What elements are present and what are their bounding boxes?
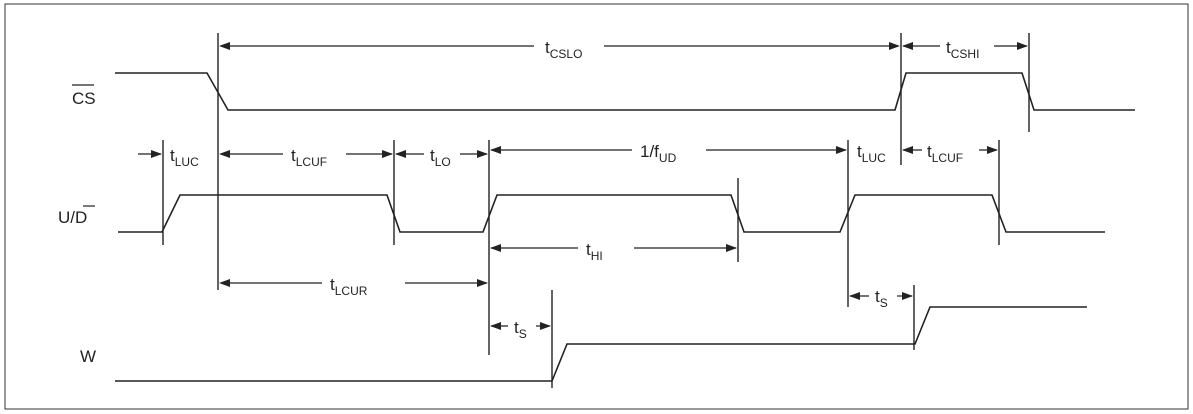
- label-ts-right: tS: [875, 287, 888, 310]
- dim-fud: 1/fUD: [490, 142, 847, 165]
- signal-label-w: W: [80, 347, 96, 366]
- w-waveform: [115, 306, 1087, 382]
- label-thi: tHI: [586, 240, 603, 263]
- dim-tcshi: tCSHI: [902, 38, 1028, 61]
- label-tluc-right: tLUC: [857, 142, 886, 165]
- signal-label-cs: CS: [72, 89, 96, 108]
- label-ts-left: tS: [514, 318, 527, 341]
- diagram-frame: [4, 3, 1189, 410]
- dim-tlcuf-right: tLCUF: [902, 142, 998, 165]
- label-tlcur: tLCUR: [330, 275, 368, 298]
- dim-tcslo: tCSLO: [219, 38, 900, 61]
- dim-ts-left: tS: [490, 318, 551, 341]
- dim-ts-right: tS: [849, 287, 913, 310]
- label-fud: 1/fUD: [640, 142, 677, 165]
- dim-tlo: tLO: [395, 146, 488, 169]
- label-tlcuf-right: tLCUF: [927, 142, 963, 165]
- signal-label-ud: U/D: [58, 208, 87, 227]
- label-tlo: tLO: [430, 146, 451, 169]
- label-tcslo: tCSLO: [545, 38, 582, 61]
- dim-tluc-left: tLUC: [138, 146, 199, 169]
- dim-tlcuf-left: tLCUF: [219, 146, 393, 169]
- dim-thi: tHI: [490, 240, 737, 263]
- label-tcshi: tCSHI: [946, 38, 979, 61]
- dim-tlcur: tLCUR: [219, 275, 488, 298]
- label-tluc-left: tLUC: [170, 146, 199, 169]
- ud-waveform: [118, 194, 1105, 233]
- label-tlcuf-left: tLCUF: [291, 146, 327, 169]
